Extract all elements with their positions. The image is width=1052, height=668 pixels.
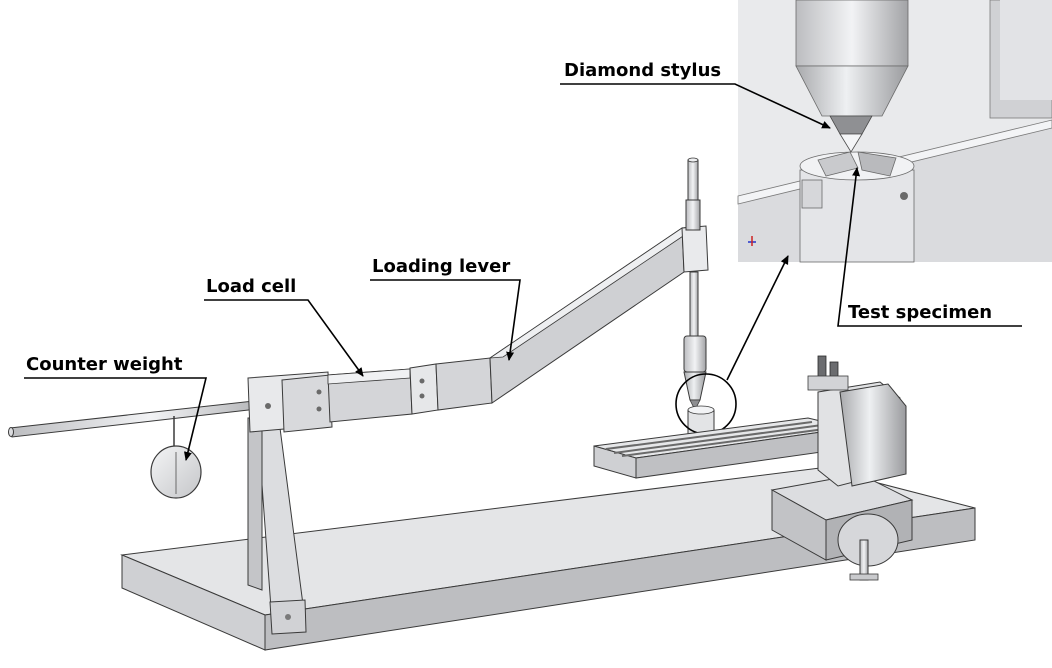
test-specimen-leader	[837, 167, 1022, 327]
sliding-table	[593, 417, 851, 479]
zoom-arrow	[726, 255, 789, 381]
inset-zoom-view	[737, 0, 1052, 263]
loading-lever-leader	[370, 279, 521, 361]
diamond-stylus-leader	[560, 83, 831, 129]
diamond-stylus-label: Diamond stylus	[564, 60, 721, 81]
counter-weight-leader	[24, 377, 208, 461]
loading-shaft	[675, 157, 737, 441]
annotations	[24, 83, 1022, 461]
loading-lever	[247, 225, 709, 433]
load-cell-label: Load cell	[206, 276, 296, 297]
loading-lever-label: Loading lever	[372, 256, 510, 277]
vise	[770, 355, 914, 581]
load-cell-leader	[204, 299, 364, 377]
counter-weight-label: Counter weight	[26, 354, 183, 375]
test-specimen-label: Test specimen	[848, 302, 992, 323]
